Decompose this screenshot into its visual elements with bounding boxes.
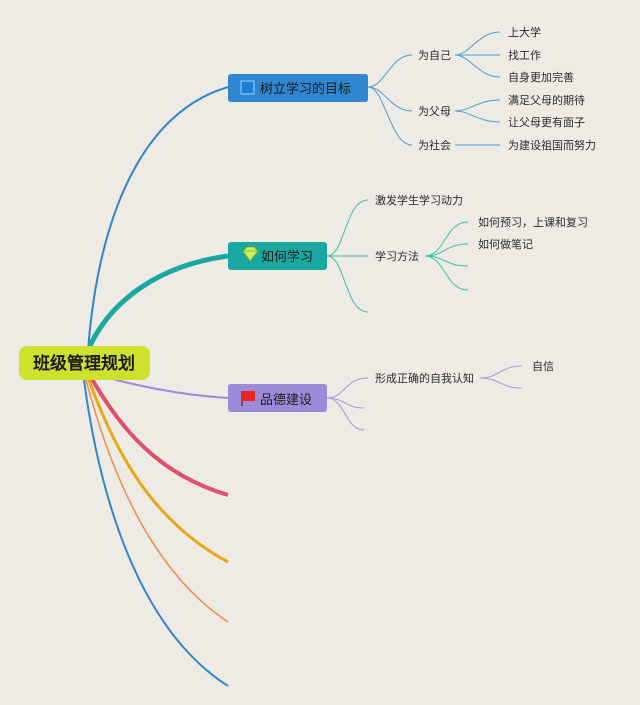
gem-icon	[242, 246, 259, 262]
branch-label-goals: 树立学习的目标	[260, 81, 351, 97]
learning-connectors	[326, 199, 469, 313]
goals-child-parents[interactable]: 为父母	[418, 105, 451, 118]
branch-line-learning	[85, 253, 229, 352]
morality-connectors	[326, 365, 523, 431]
branch-line-empty-3	[85, 379, 229, 623]
goals-child-society[interactable]: 为社会	[418, 138, 451, 152]
branch-label-morality: 品德建设	[260, 393, 312, 408]
branch-node-learning[interactable]: 如何学习	[228, 242, 327, 270]
morality-child-self-awareness[interactable]: 形成正确的自我认知	[375, 371, 474, 385]
goals-leaf-job[interactable]: 找工作	[508, 48, 541, 62]
goals-child-self[interactable]: 为自己	[418, 49, 451, 62]
root-label: 班级管理规划	[33, 353, 135, 374]
goals-leaf-country[interactable]: 为建设祖国而努力	[508, 138, 596, 152]
branch-line-empty-4	[83, 379, 229, 687]
branch-node-goals[interactable]: 树立学习的目标	[228, 74, 368, 102]
morality-leaf-confidence[interactable]: 自信	[532, 360, 554, 373]
learning-leaf-preview[interactable]: 如何预习，上课和复习	[478, 215, 588, 229]
branch-line-empty-2	[86, 377, 229, 564]
red-flag-icon	[241, 391, 255, 406]
learning-leaf-notes[interactable]: 如何做笔记	[478, 237, 533, 251]
goals-leaf-face[interactable]: 让父母更有面子	[508, 115, 585, 129]
learning-child-motivation[interactable]: 激发学生学习动力	[375, 193, 463, 207]
goals-leaf-expectations[interactable]: 满足父母的期待	[508, 93, 585, 107]
goals-connectors	[367, 31, 501, 146]
branch-line-empty-1	[86, 371, 229, 497]
learning-child-methods[interactable]: 学习方法	[375, 249, 419, 263]
branch-node-morality[interactable]: 品德建设	[228, 384, 327, 412]
branch-label-learning: 如何学习	[261, 249, 313, 265]
goals-leaf-college[interactable]: 上大学	[508, 25, 541, 39]
branch-line-goals	[87, 86, 229, 351]
blue-square-icon	[240, 80, 255, 95]
root-node[interactable]: 班级管理规划	[19, 346, 150, 380]
goals-leaf-self-improve[interactable]: 自身更加完善	[508, 70, 574, 84]
